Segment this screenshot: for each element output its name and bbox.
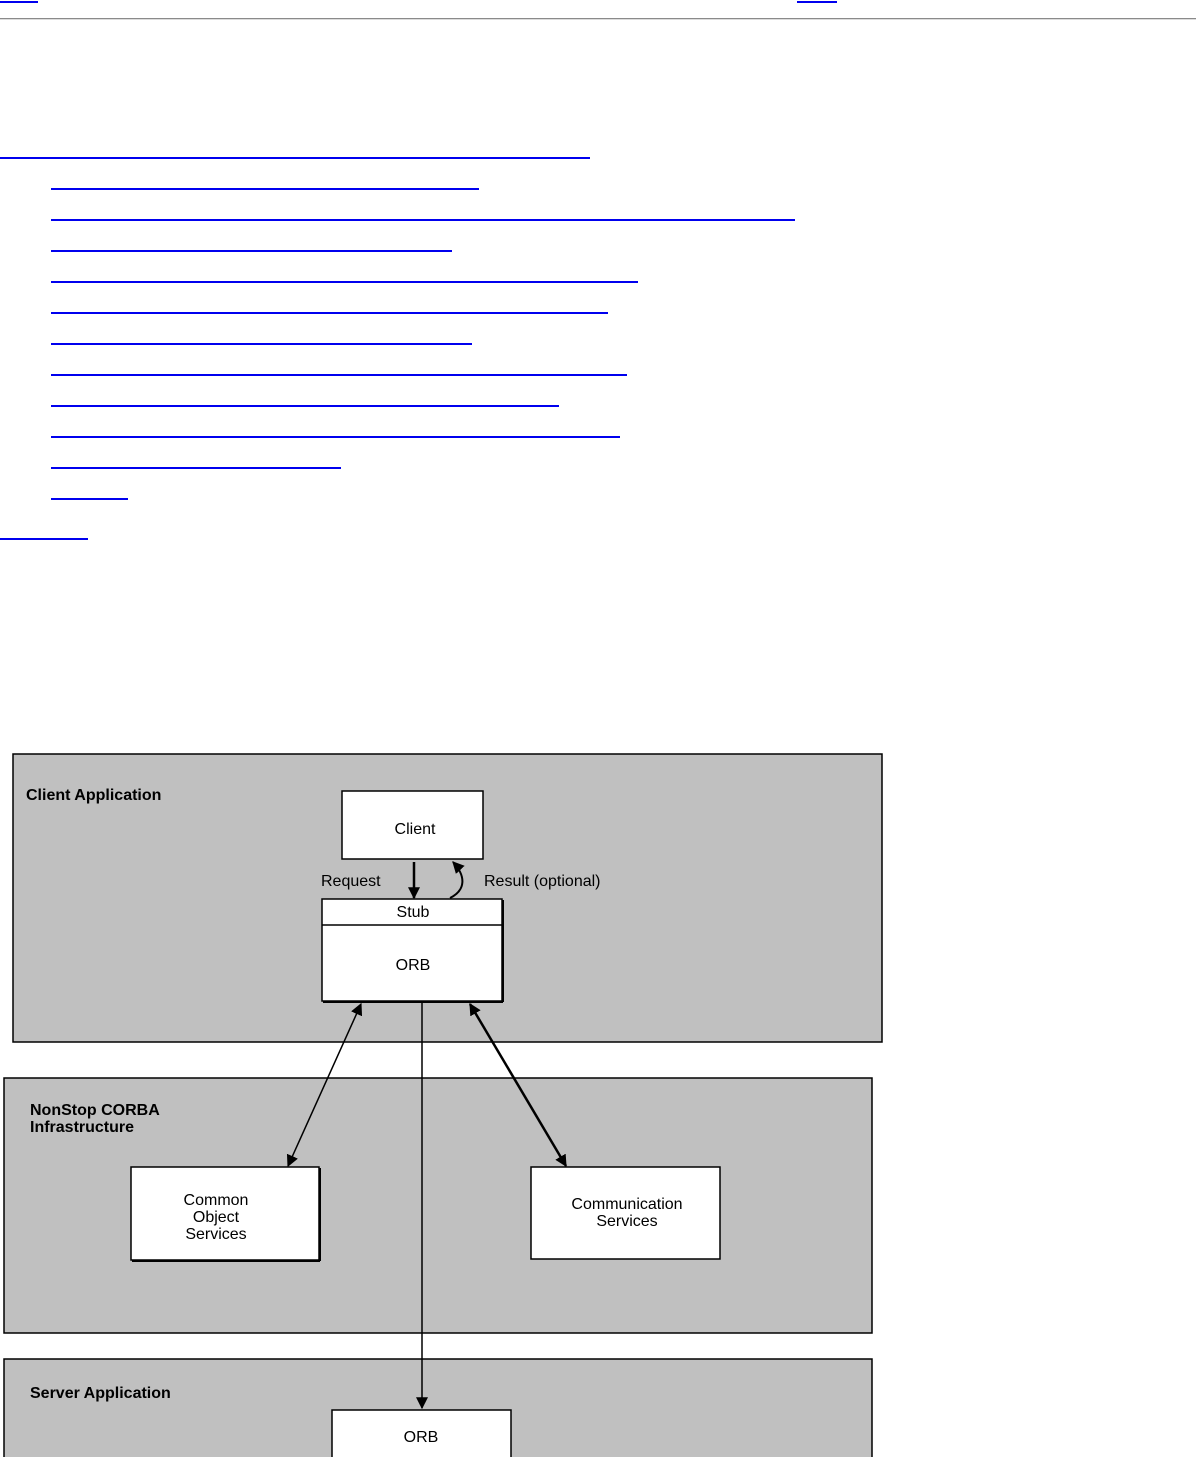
stub-orb-box [321,898,503,1002]
server-application-label: Server Application [30,1385,171,1402]
toc-link-sub-6[interactable] [51,343,472,345]
toc-link-bottom[interactable] [0,538,88,540]
nav-link-prev[interactable] [0,0,38,3]
cos-label-line2: Object [193,1209,240,1226]
toc-link-sub-11[interactable] [51,498,128,500]
communication-services-box [530,1166,721,1260]
server-orb-label: ORB [404,1429,439,1446]
client-box-label: Client [395,821,436,838]
toc-link-sub-3[interactable] [51,250,452,252]
cos-label-line3: Services [185,1226,246,1243]
comm-label-line2: Services [596,1213,657,1230]
common-object-services-box [130,1166,320,1261]
toc-link-sub-9[interactable] [51,436,620,438]
toc-link-section[interactable] [0,157,590,159]
nav-link-next[interactable] [797,0,837,3]
toc-link-sub-8[interactable] [51,405,559,407]
server-orb-box [331,1409,512,1457]
orb-to-comm-arrow [468,1002,568,1168]
toc-link-sub-1[interactable] [51,188,479,190]
toc-link-sub-4[interactable] [51,281,638,283]
request-label: Request [321,873,381,890]
infrastructure-label-line1: NonStop CORBA [30,1102,160,1119]
comm-label-line1: Communication [571,1196,682,1213]
client-application-label: Client Application [26,787,161,804]
infrastructure-label-line2: Infrastructure [30,1119,134,1136]
stub-label: Stub [397,904,430,921]
client-box [341,790,484,860]
toc-link-sub-10[interactable] [51,467,341,469]
cos-label-line1: Common [184,1192,249,1209]
toc-link-sub-5[interactable] [51,312,608,314]
client-orb-label: ORB [396,957,431,974]
orb-to-cos-arrow [286,1002,363,1168]
toc-link-sub-2[interactable] [51,219,795,221]
toc-link-sub-7[interactable] [51,374,627,376]
result-arrow [449,861,465,899]
horizontal-rule [0,18,1196,20]
result-label: Result (optional) [484,873,601,890]
